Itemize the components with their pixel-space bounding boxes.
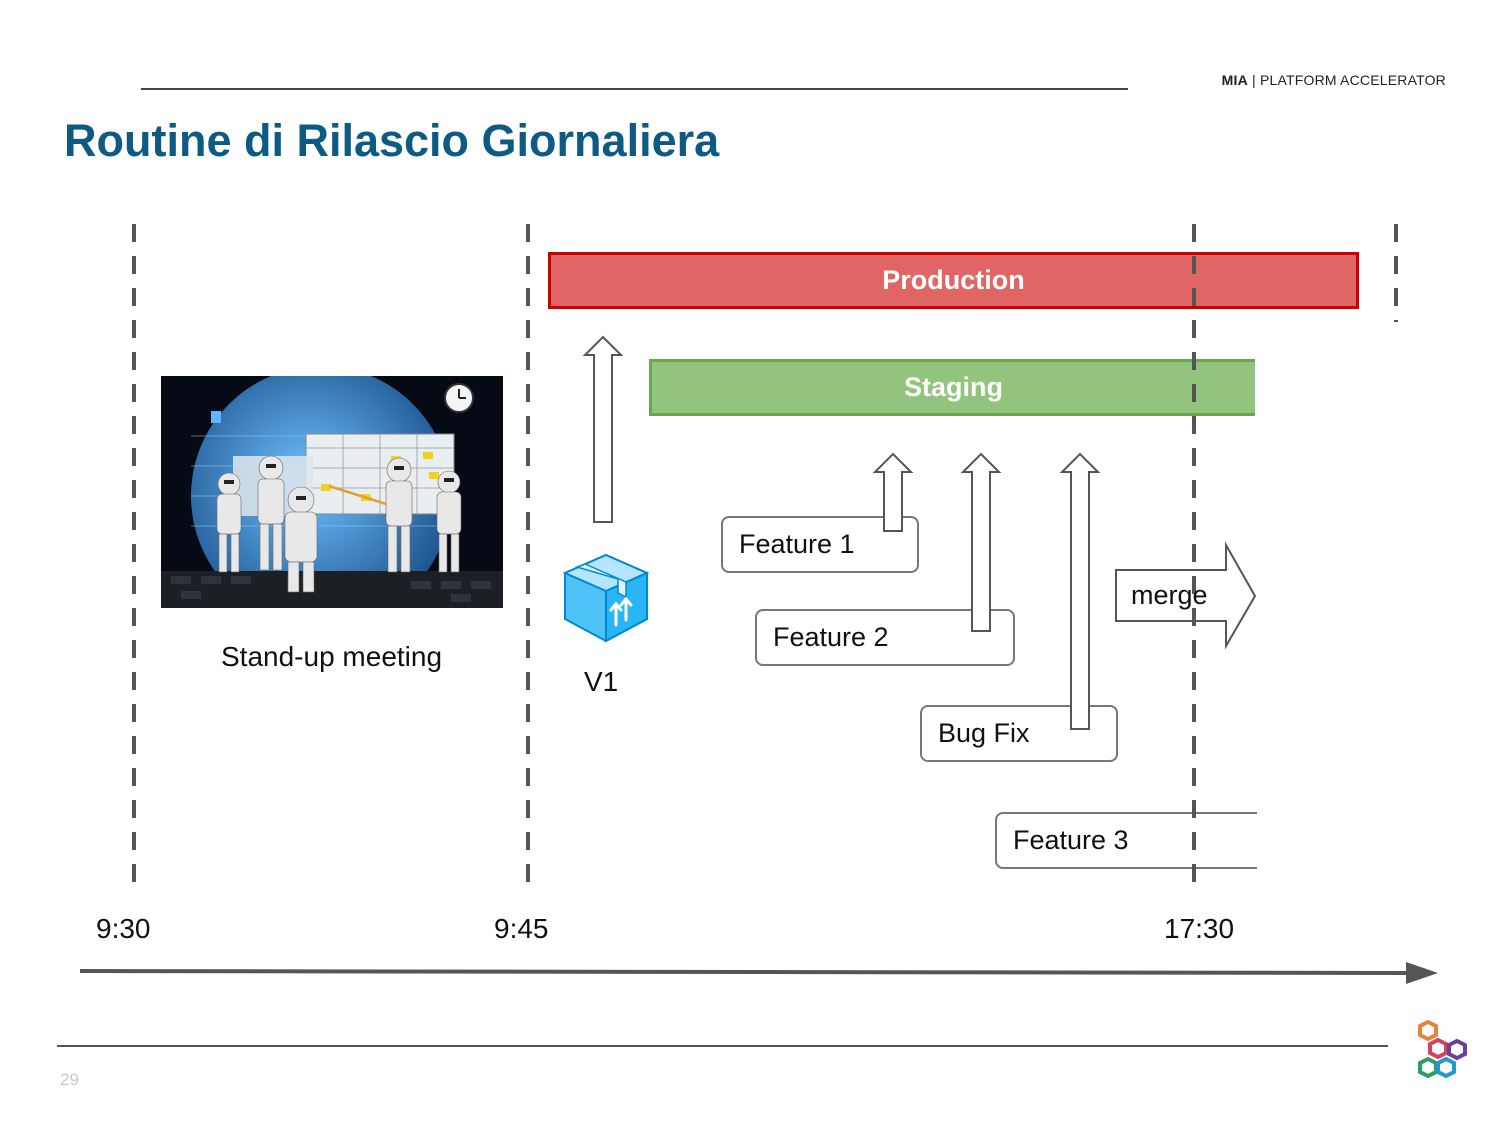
time-label-945: 9:45: [494, 913, 549, 944]
footer-rule: [57, 1045, 1388, 1047]
production-label: Production: [882, 265, 1025, 295]
brand-subtitle: | PLATFORM ACCELERATOR: [1247, 72, 1446, 88]
timeline-arrowhead: [1406, 962, 1438, 984]
page-number: 29: [60, 1070, 79, 1089]
feature-3-label: Feature 3: [1013, 825, 1129, 855]
staging-label: Staging: [904, 372, 1003, 402]
feature-1-box: Feature 1: [721, 516, 919, 573]
feature-3-box: Feature 3: [995, 812, 1257, 869]
time-label-930: 9:30: [96, 913, 151, 944]
brand-name: MIA: [1221, 72, 1248, 88]
slide-title: Routine di Rilascio Giornaliera: [64, 115, 720, 166]
feature-2-box: Feature 2: [755, 609, 1015, 666]
timeline-axis: [79, 969, 1413, 975]
mia-logo-icon: [1418, 1019, 1467, 1079]
header-rule: [141, 88, 1128, 90]
standup-photo: [161, 376, 503, 608]
feature-2-up-arrow: [960, 452, 1002, 632]
brand-label: MIA | PLATFORM ACCELERATOR: [1222, 72, 1446, 88]
standup-label: Stand-up meeting: [221, 641, 443, 672]
bug-fix-box: Bug Fix: [920, 705, 1118, 762]
time-label-1730: 17:30: [1164, 913, 1235, 944]
bug-fix-up-arrow: [1059, 452, 1101, 730]
production-bar: Production: [548, 252, 1359, 309]
bug-fix-label: Bug Fix: [938, 718, 1030, 748]
feature-2-label: Feature 2: [773, 622, 889, 652]
feature-1-label: Feature 1: [739, 529, 855, 559]
version-label: V1: [584, 666, 619, 697]
staging-bar: Staging: [649, 359, 1255, 416]
package-icon: [563, 553, 649, 643]
release-up-arrow: [582, 335, 624, 523]
merge-label: merge: [1131, 580, 1208, 610]
